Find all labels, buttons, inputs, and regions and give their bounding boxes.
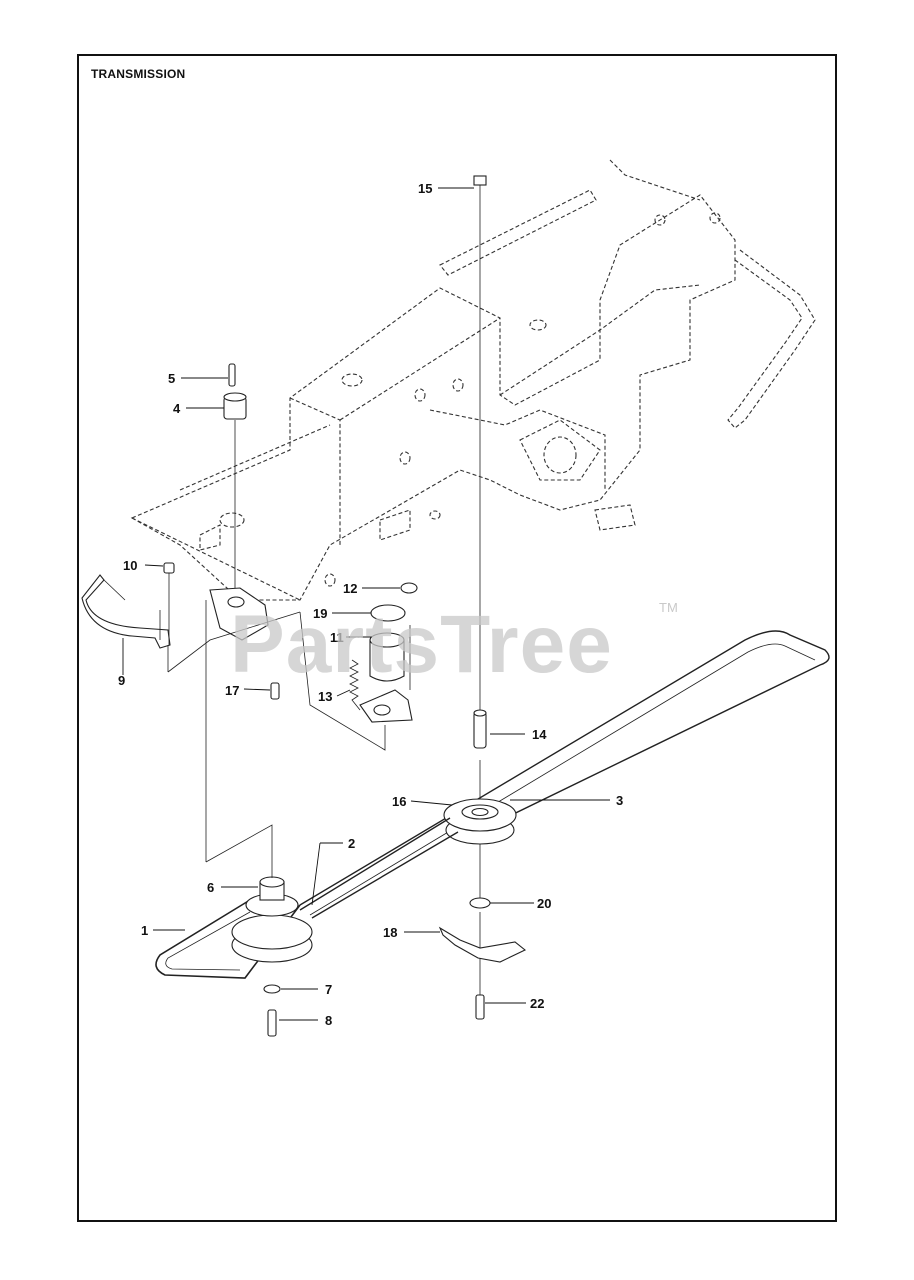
- callout-8: 8: [325, 1013, 332, 1028]
- part-11-bushing: [369, 632, 405, 682]
- callout-11: 11: [330, 630, 344, 645]
- part-9-belt-guard: [81, 574, 171, 649]
- callout-1: 1: [141, 923, 148, 938]
- part-5-pin: [228, 363, 236, 387]
- part-16-idler-pulley: [443, 798, 517, 845]
- part-4-bushing: [223, 392, 247, 420]
- callout-6: 6: [207, 880, 214, 895]
- watermark-logo: PartsTree: [230, 599, 613, 690]
- part-10-nut: [163, 562, 175, 645]
- part-15-bolt: [473, 175, 487, 204]
- callout-2: 2: [348, 836, 355, 851]
- callout-15: 15: [418, 181, 432, 196]
- callout-4: 4: [173, 401, 181, 416]
- callout-9: 9: [118, 673, 125, 688]
- part-20-washer: [469, 897, 491, 909]
- part-14-shoulder-bolt: [473, 709, 487, 749]
- callout-16: 16: [392, 794, 406, 809]
- leader-lines: [122, 187, 610, 1021]
- chassis-frame: [130, 159, 816, 601]
- callout-7: 7: [325, 982, 332, 997]
- callout-labels: 15 5 4 10 9 12 19 11 13 17 14 16 3 2 6 1…: [118, 181, 623, 1028]
- idler-arm: [359, 689, 413, 723]
- callout-20: 20: [537, 896, 551, 911]
- part-7-washer: [263, 984, 281, 994]
- callout-19: 19: [313, 606, 327, 621]
- callout-22: 22: [530, 996, 544, 1011]
- part-3-belt: [299, 630, 830, 916]
- watermark-trademark: TM: [659, 600, 678, 615]
- part-12-snap-ring: [400, 582, 418, 594]
- part-18-bracket: [438, 926, 527, 963]
- callout-12: 12: [343, 581, 357, 596]
- callout-14: 14: [532, 727, 547, 742]
- callout-18: 18: [383, 925, 397, 940]
- part-8-bolt: [267, 1009, 277, 1037]
- callout-13: 13: [318, 689, 332, 704]
- part-1-belt: [155, 899, 301, 979]
- part-17-bolt: [270, 682, 280, 700]
- part-2-belt: [299, 817, 459, 919]
- callout-17: 17: [225, 683, 239, 698]
- callout-5: 5: [168, 371, 175, 386]
- part-13-spring: [349, 659, 361, 711]
- part-22-screw: [475, 994, 485, 1020]
- diagram-frame: [77, 54, 837, 1222]
- diagram-title: TRANSMISSION: [91, 67, 186, 81]
- callout-3: 3: [616, 793, 623, 808]
- callout-10: 10: [123, 558, 137, 573]
- part-6-drive-pulley: [231, 876, 313, 963]
- idler-bracket: [209, 587, 269, 641]
